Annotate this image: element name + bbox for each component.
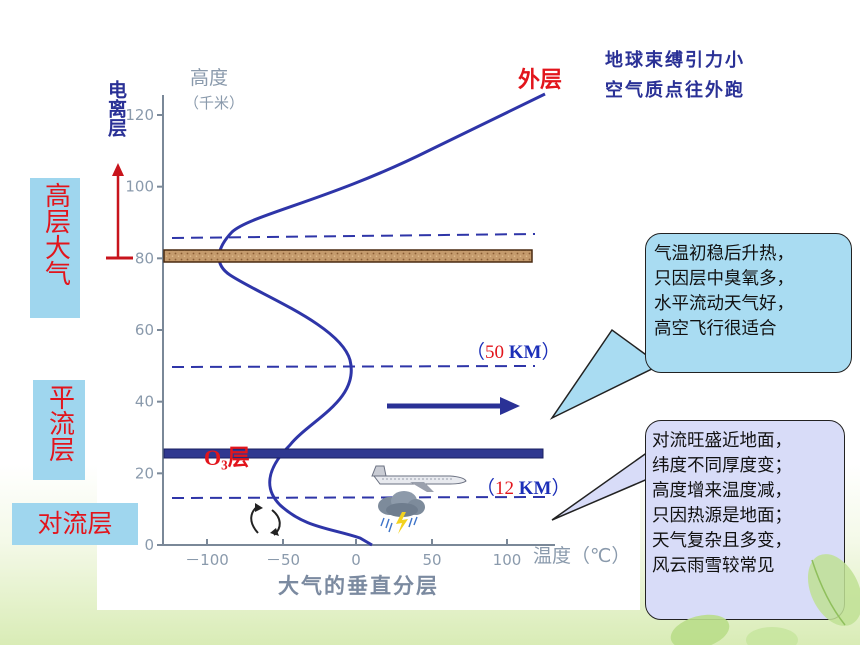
- x-axis-label: 温度（℃）: [533, 545, 631, 567]
- y-tick-label: 80: [135, 249, 154, 267]
- stratopause-line: [171, 365, 536, 368]
- x-tick-label: 50: [422, 551, 441, 569]
- y-tick-label: 100: [125, 178, 154, 196]
- ozone-layer-label: O₃层: [204, 445, 250, 470]
- km50-open: （: [466, 342, 486, 363]
- ionosphere-arrow-head: [112, 163, 124, 176]
- exosphere-note: 地球束缚引力小 空气质点往外跑: [605, 50, 745, 101]
- airplane-icon: [371, 465, 467, 492]
- km12-label: （12 KM）: [476, 473, 571, 500]
- y-axis-title: 高度: [190, 67, 229, 89]
- upper-atmosphere-box: 高层大气: [30, 178, 80, 318]
- km12-open: （: [476, 478, 496, 499]
- x-ticks: －100 －50 0 50 100: [185, 539, 521, 569]
- km50-value: 50: [485, 342, 505, 363]
- km12-unit: KM: [518, 478, 552, 499]
- km50-unit: KM: [508, 342, 542, 363]
- exosphere-label: 外层: [518, 67, 563, 93]
- diagram-caption: 大气的垂直分层: [278, 574, 439, 598]
- ionosphere-label: 电离层: [105, 80, 127, 137]
- ozone-band: [163, 448, 544, 459]
- wind-arrow-head: [500, 397, 520, 415]
- upper-atmosphere-label: 高层大气: [40, 182, 71, 286]
- mesopause-line: [171, 233, 536, 239]
- x-tick-label: －100: [185, 551, 229, 569]
- stratosphere-bubble: 气温初稳后升热， 只因层中臭氧多， 水平流动天气好， 高空飞行很适合: [645, 233, 852, 373]
- troposphere-box: 对流层: [12, 503, 138, 545]
- y-tick-label: 60: [135, 321, 154, 339]
- y-ticks: 0 20 40 60 80 100 120: [125, 106, 163, 554]
- y-tick-label: 120: [125, 106, 154, 124]
- km12-close: ）: [551, 478, 571, 499]
- x-tick-label: 100: [493, 551, 522, 569]
- y-tick-label: 20: [135, 464, 154, 482]
- y-tick-label: 0: [144, 536, 154, 554]
- troposphere-bubble: 对流旺盛近地面， 纬度不同厚度变； 高度增来温度减， 只因热源是地面； 天气复杂…: [645, 420, 845, 620]
- stratosphere-label: 平流层: [44, 384, 75, 462]
- y-axis-unit: （千米）: [184, 94, 245, 112]
- strato-bubble-tail: [549, 328, 662, 420]
- troposphere-label: 对流层: [37, 509, 113, 538]
- x-tick-label: －50: [266, 551, 300, 569]
- y-tick-label: 40: [135, 393, 154, 411]
- km50-label: （50 KM）: [466, 337, 561, 364]
- x-tick-label: 0: [351, 551, 361, 569]
- stratosphere-box: 平流层: [33, 380, 85, 480]
- tropopause-line: [171, 496, 546, 499]
- storm-cloud-icon: [378, 491, 425, 534]
- upper-atmosphere-band: [163, 249, 533, 263]
- km12-value: 12: [495, 478, 515, 499]
- km50-close: ）: [541, 342, 561, 363]
- convection-arrow-icon: [250, 503, 281, 536]
- temperature-curve: [217, 92, 546, 547]
- diagram-panel: [97, 46, 640, 610]
